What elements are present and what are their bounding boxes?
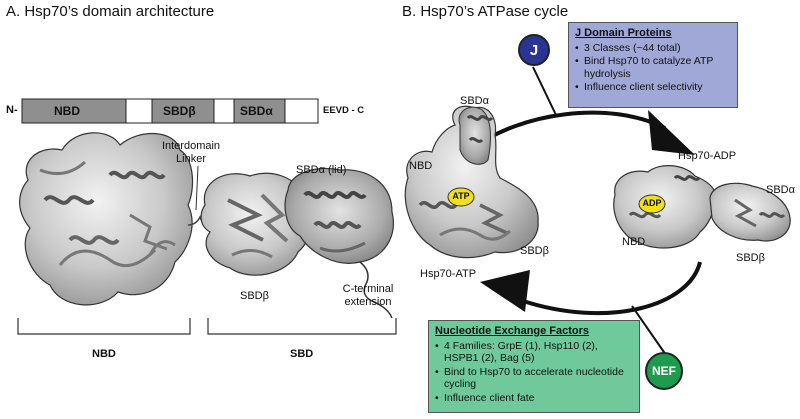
nef-box-item: Bind to Hsp70 to accelerate nucleotide c… [435,366,633,391]
hsp70-adp-label: Hsp70-ADP [678,150,737,162]
adp-badge-shape [638,194,666,214]
nef-box: Nucleotide Exchange Factors 4 Families: … [428,320,640,413]
sbd-alpha-structure [284,167,394,264]
atp-badge-shape [447,187,475,207]
adp-nbd-label: NBD [622,236,646,248]
nef-box-item: 4 Families: GrpE (1), Hsp110 (2), HSPB1 … [435,340,633,365]
sbd-beta-structure [200,172,313,276]
adp-sbd-beta-label: SBDβ [736,252,765,264]
hsp70-atp-label: Hsp70-ATP [420,268,477,280]
nef-circle: NEF [645,352,683,390]
adp-sbd-alpha-label: SBDα [766,184,795,196]
j-domain-box: J Domain Proteins 3 Classes (~44 total) … [568,22,738,108]
linker-pointer [195,165,199,211]
nbd-structure [19,132,194,306]
nef-box-title: Nucleotide Exchange Factors [435,325,590,337]
nef-connector [631,305,667,356]
atp-nbd-label: NBD [409,160,433,172]
c-terminus-label: EEVD - C [323,105,365,116]
n-terminus-label: N- [6,104,18,116]
bar-segment-sbd-beta [151,98,215,124]
sbd-bracket-label: SBD [290,348,314,360]
adp-badge-label: ADP [642,198,662,208]
bar-nbd-label: NBD [54,104,80,118]
c-terminal-extension-label: C-terminal extension [342,283,394,308]
atp-badge-label: ATP [452,191,470,201]
bar-sbd-beta-label: SBDβ [163,104,196,118]
atp-sbd-alpha-label: SBDα [460,95,489,107]
hsp70-atp-structure [404,105,539,259]
sbd-alpha-lid-label: SBDα (lid) [296,164,347,176]
arrow-bottom [519,261,702,316]
j-box-item: Influence client selectivity [575,81,731,94]
bar-segment-sbd-alpha [233,98,286,124]
j-box-item: 3 Classes (~44 total) [575,42,731,55]
arrow-bottom-head [480,270,530,312]
bar-sbd-alpha-label: SBDα [240,104,273,118]
interdomain-linker-label: Interdomain Linker [161,140,221,165]
j-protein-circle: J [518,34,550,66]
panel-b-title: B. Hsp70’s ATPase cycle [402,3,569,20]
c-terminal-tail [359,261,393,319]
bar-segment-nbd [21,98,127,124]
domain-bar [21,98,319,124]
atp-sbd-beta-label: SBDβ [520,245,549,257]
sbd-beta-structure-label: SBDβ [240,290,269,302]
nef-box-item: Influence client fate [435,392,633,405]
j-box-title: J Domain Proteins [575,27,672,39]
arrow-top-head [648,110,695,155]
nbd-bracket-label: NBD [92,348,116,360]
sbd-bracket [207,318,397,335]
j-connector [532,66,557,116]
nbd-bracket [17,318,191,335]
j-box-item: Bind Hsp70 to catalyze ATP hydrolysis [575,55,731,80]
panel-a-title: A. Hsp70’s domain architecture [6,3,215,20]
arrow-top [468,110,666,152]
